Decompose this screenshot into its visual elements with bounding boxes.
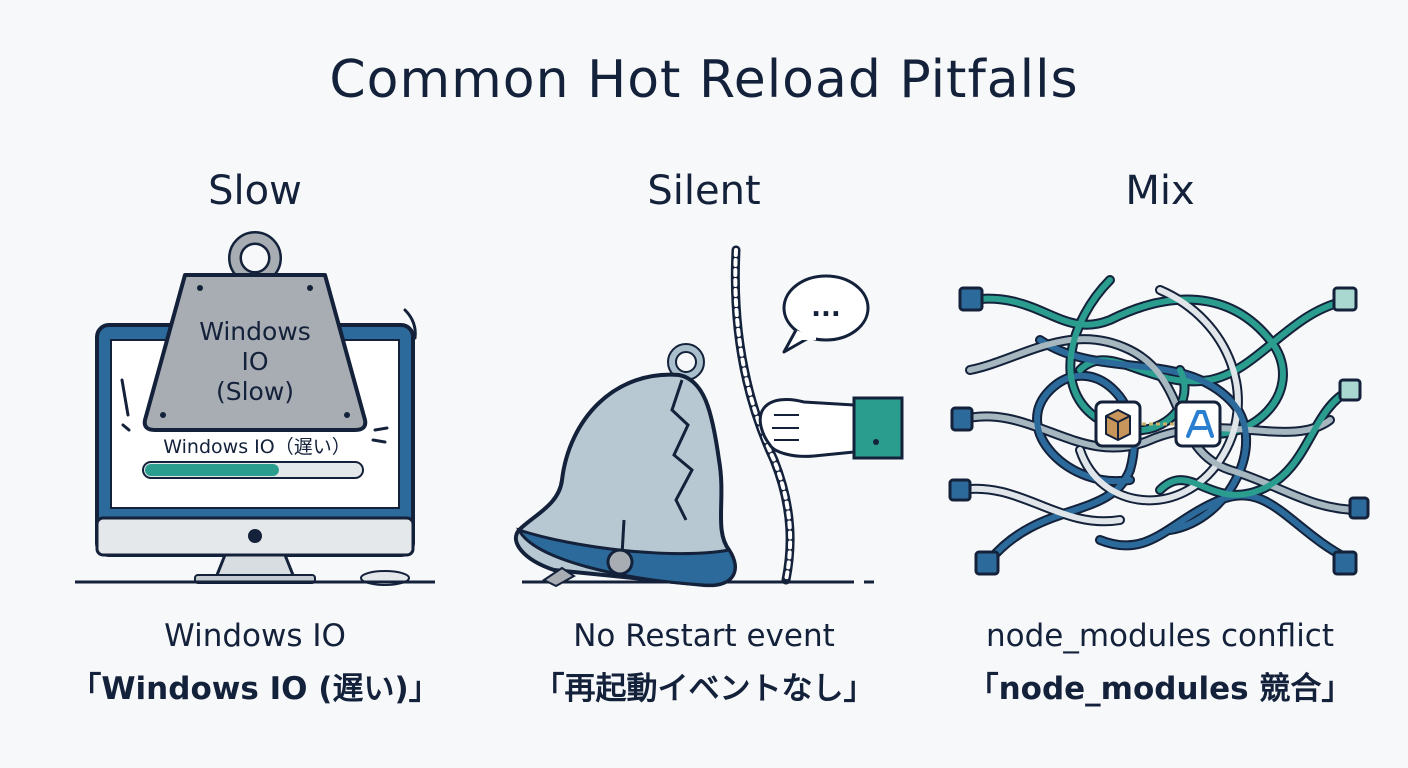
app-logo-icon bbox=[1174, 400, 1222, 448]
panel-slow: Slow Windows IO（遅い） bbox=[25, 160, 485, 720]
caption-ja-silent: 「再起動イベントなし」 bbox=[533, 671, 875, 707]
panel-silent: Silent ... bbox=[474, 160, 934, 720]
broken-bell-icon bbox=[513, 343, 737, 588]
slow-illustration: Windows IO（遅い） Windows IO (Slow) bbox=[75, 231, 435, 586]
weight-icon bbox=[142, 231, 368, 432]
hand-pulling-rope-icon bbox=[758, 396, 904, 460]
panel-heading-mix: Mix bbox=[1125, 168, 1195, 214]
speech-text: ... bbox=[811, 293, 841, 323]
screen-label: Windows IO（遅い） bbox=[163, 436, 350, 458]
weight-label-line-1: Windows bbox=[199, 317, 311, 346]
caption-en-slow: Windows IO bbox=[164, 618, 346, 654]
speech-bubble-icon bbox=[782, 274, 870, 354]
weight-label-line-2: IO bbox=[241, 347, 268, 376]
page-title: Common Hot Reload Pitfalls bbox=[329, 50, 1079, 110]
caption-en-silent: No Restart event bbox=[573, 618, 835, 654]
progress-bar bbox=[142, 461, 364, 479]
weight-label-line-3: (Slow) bbox=[216, 377, 294, 406]
panel-heading-silent: Silent bbox=[647, 168, 761, 214]
caption-ja-mix: 「node_modules 競合」 bbox=[967, 671, 1353, 707]
package-icon bbox=[1094, 400, 1142, 448]
caption-en-mix: node_modules conflict bbox=[985, 618, 1335, 654]
caption-ja-slow: 「Windows IO (遅い)」 bbox=[70, 671, 440, 707]
silent-illustration: ... bbox=[513, 245, 904, 588]
panel-heading-slow: Slow bbox=[208, 168, 302, 214]
mix-illustration bbox=[948, 275, 1370, 576]
tangled-cables-icon bbox=[948, 275, 1370, 576]
panel-mix: Mix bbox=[930, 160, 1390, 720]
